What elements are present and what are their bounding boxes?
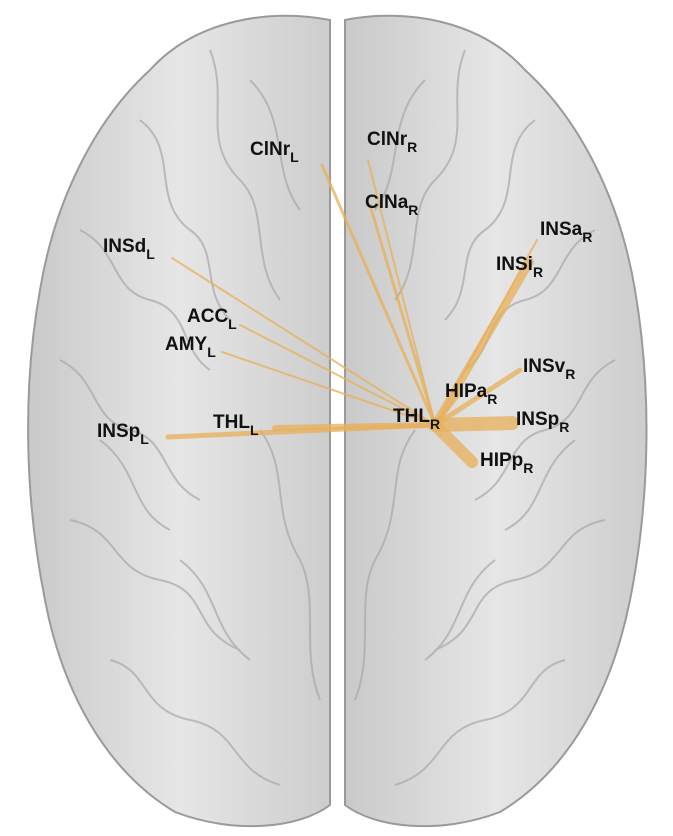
left-hemisphere xyxy=(28,16,330,826)
connection-thl-r-to-insp-r xyxy=(435,423,512,425)
